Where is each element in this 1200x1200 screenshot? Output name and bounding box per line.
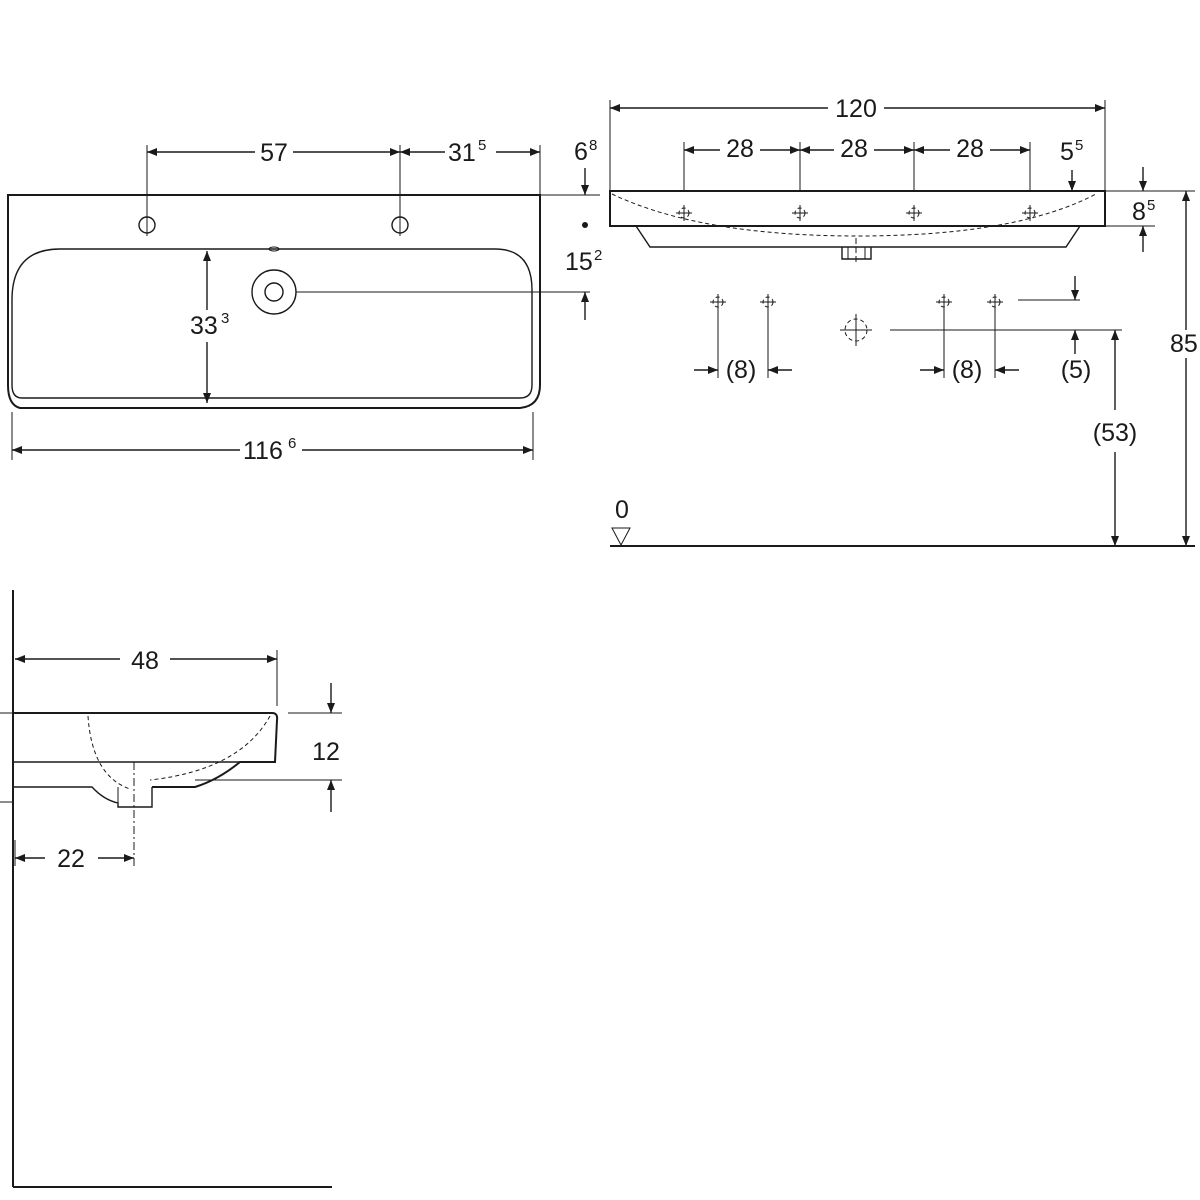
front-view: 120 28 28 28 5 5 8 5 bbox=[609, 95, 1198, 547]
dim-bracket-spacing-3: 28 bbox=[956, 135, 984, 163]
dim-height: 12 bbox=[312, 683, 340, 812]
dim-rear-rim-label: 6 bbox=[574, 138, 588, 166]
dim-hole-spacing-right: (8) bbox=[920, 356, 1019, 384]
dim-overflow-offset: 15 2 bbox=[565, 247, 602, 320]
dim-edge-offset-label: 5 bbox=[1060, 138, 1074, 166]
dim-tap-spacing-label: 57 bbox=[260, 139, 288, 167]
dim-bowl-depth-label: 33 bbox=[190, 312, 218, 340]
waste-outlet bbox=[251, 246, 590, 315]
dim-bracket-spacing-1: 28 bbox=[726, 135, 754, 163]
waste-center-mark bbox=[840, 314, 872, 346]
dim-edge-offset-sup: 5 bbox=[1075, 137, 1083, 154]
dim-overall-width-sup: 6 bbox=[288, 435, 296, 452]
side-view: 48 12 22 bbox=[0, 590, 342, 1188]
dim-tap-to-edge-label: 31 bbox=[448, 139, 476, 167]
dim-overflow-offset-sup: 2 bbox=[594, 247, 602, 264]
dim-total-width-label: 120 bbox=[835, 95, 877, 123]
dim-tap-to-edge-sup: 5 bbox=[478, 137, 486, 154]
bowl-outline bbox=[11, 248, 533, 399]
dim-tap-to-edge: 31 5 bbox=[400, 137, 540, 167]
floor-line: 0 bbox=[610, 496, 1195, 547]
dim-hole-offset-label: (5) bbox=[1061, 356, 1092, 384]
dim-rear-rim-sup: 8 bbox=[589, 137, 597, 154]
dim-waste-height-label: (53) bbox=[1093, 419, 1137, 447]
dim-depth-label: 48 bbox=[131, 647, 159, 675]
basin-side-outline bbox=[13, 712, 279, 788]
dim-rim-height-sup: 5 bbox=[1147, 197, 1155, 214]
tap-hole-left bbox=[138, 145, 156, 236]
dim-hole-offset: (5) bbox=[1061, 276, 1092, 384]
dim-waste-offset: 22 bbox=[15, 845, 134, 873]
dim-bracket-spacing-2: 28 bbox=[840, 135, 868, 163]
dim-rim-height: 8 5 bbox=[1132, 167, 1155, 252]
dim-overflow-offset-label: 15 bbox=[565, 248, 593, 276]
dim-depth: 48 bbox=[15, 647, 277, 675]
dim-edge-offset: 5 5 bbox=[1060, 137, 1083, 191]
dim-waste-height: (53) bbox=[1093, 330, 1137, 546]
floor-level-label: 0 bbox=[615, 496, 629, 524]
dim-hole-spacing-left-label: (8) bbox=[726, 356, 757, 384]
dim-total-height-label: 85 bbox=[1170, 330, 1198, 358]
dim-height-label: 12 bbox=[312, 738, 340, 766]
basin-top-outline bbox=[7, 194, 541, 409]
tap-hole-right bbox=[391, 145, 409, 236]
dim-total-height: 85 bbox=[1170, 191, 1198, 546]
dim-bowl-depth: 33 3 bbox=[190, 251, 229, 403]
dim-total-width: 120 bbox=[610, 95, 1105, 123]
dim-tap-spacing: 57 bbox=[147, 139, 400, 167]
top-view: 57 31 5 6 8 15 2 33 3 bbox=[7, 137, 602, 465]
dim-overall-width: 116 6 bbox=[12, 435, 533, 465]
dim-hole-spacing-left: (8) bbox=[694, 356, 792, 384]
basin-front-bottom bbox=[635, 225, 1081, 248]
dim-bowl-depth-sup: 3 bbox=[221, 310, 229, 327]
dim-waste-offset-label: 22 bbox=[57, 845, 85, 873]
dim-rim-height-label: 8 bbox=[1132, 198, 1146, 226]
dim-hole-spacing-right-label: (8) bbox=[952, 356, 983, 384]
dim-rear-rim: 6 8 bbox=[574, 137, 597, 195]
dim-bracket-spacing: 28 28 28 bbox=[684, 135, 1030, 163]
dim-overall-width-label: 116 bbox=[243, 437, 283, 465]
